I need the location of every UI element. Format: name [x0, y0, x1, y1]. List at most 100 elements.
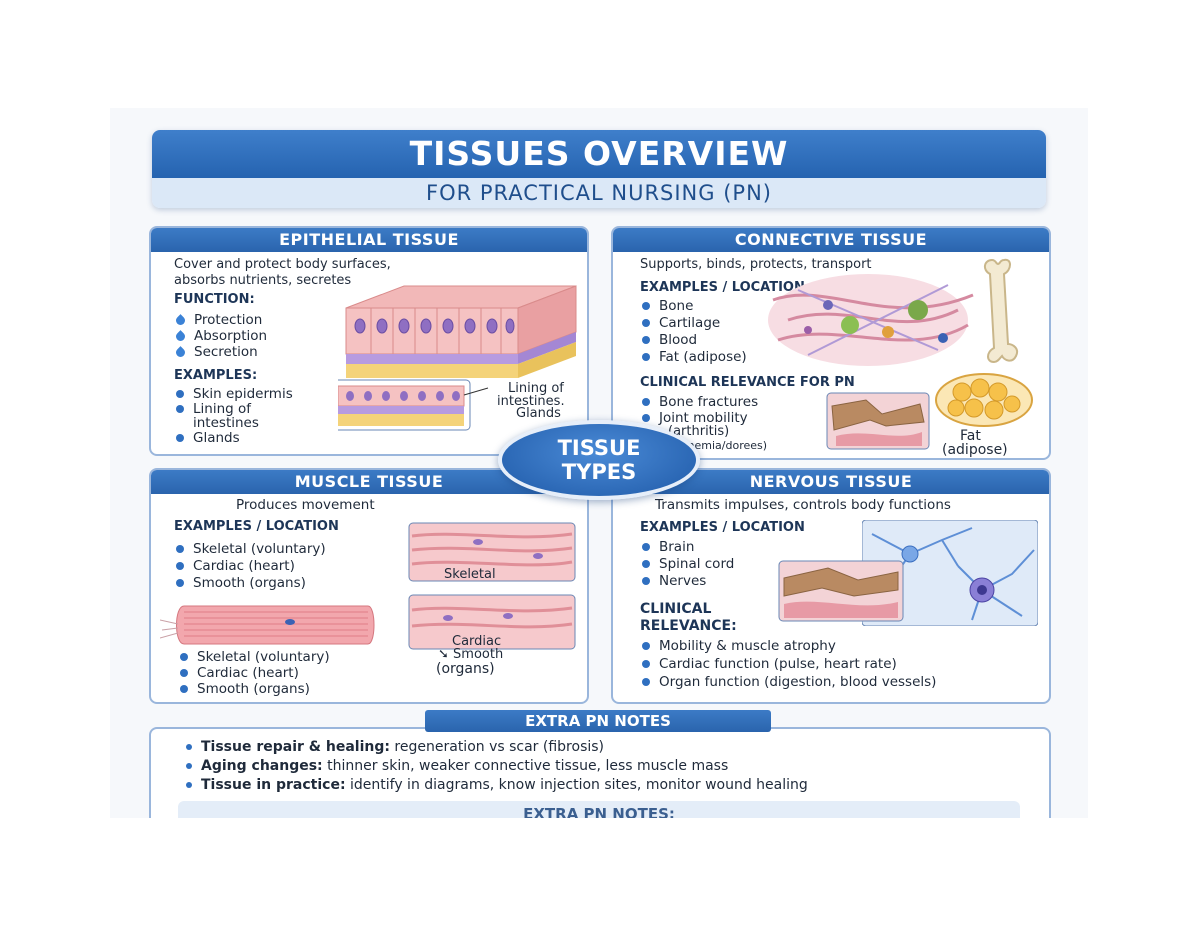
title-banner: TISSUES OVERVIEW FOR PRACTICAL NURSING (… — [152, 130, 1046, 208]
extra-notes-heading: EXTRA PN NOTES — [425, 710, 771, 732]
connective-example-item: Fat (adipose) — [642, 349, 747, 365]
cardiac-muscle-illustration — [408, 594, 576, 650]
page-title: TISSUES OVERVIEW — [152, 130, 1046, 178]
note-item: Tissue in practice: identify in diagrams… — [186, 777, 808, 793]
nervous-clinical-label-line2: RELEVANCE: — [640, 618, 737, 634]
bullet-icon — [186, 744, 192, 750]
bullet-icon — [176, 405, 184, 413]
droplet-icon — [174, 313, 187, 327]
epithelial-example-item: Lining of — [176, 401, 251, 417]
muscle-example-item: Smooth (organs) — [176, 575, 306, 591]
nervous-desc: Transmits impulses, controls body functi… — [655, 497, 951, 513]
epithelial-heading: EPITHELIAL TISSUE — [151, 228, 587, 252]
epithelial-function-item: Absorption — [174, 328, 267, 344]
fat-label-line2: (adipose) — [942, 442, 1008, 458]
epithelial-callout-line3: Glands — [516, 406, 561, 421]
skeletal-image-label: Skeletal — [444, 567, 496, 582]
bullet-icon — [642, 336, 650, 344]
arrow-icon: ➘ — [438, 647, 449, 662]
epithelial-desc-line2: absorbs nutrients, secretes — [174, 273, 352, 288]
bullet-icon — [176, 390, 184, 398]
epithelial-function-item: Protection — [174, 312, 262, 328]
bullet-icon — [642, 353, 650, 361]
nervous-examples-label: EXAMPLES / LOCATION — [640, 520, 805, 535]
connective-heading: CONNECTIVE TISSUE — [613, 228, 1049, 252]
bullet-icon — [176, 434, 184, 442]
smooth-image-label: ➘ Smooth — [438, 647, 504, 662]
adipose-cells-illustration — [935, 373, 1033, 427]
bottom-cutoff — [0, 818, 1200, 927]
badge-line2: TYPES — [561, 460, 637, 484]
droplet-icon — [174, 345, 187, 359]
nervous-example-item: Brain — [642, 539, 694, 555]
droplet-icon — [174, 329, 187, 343]
bullet-icon — [642, 560, 650, 568]
nervous-clinical-label-line1: CLINICAL — [640, 601, 712, 617]
muscle-fiber-illustration — [160, 605, 375, 645]
connective-clinical-item: Joint mobility — [642, 410, 748, 426]
muscle-desc: Produces movement — [236, 497, 375, 513]
muscle-examples-label: EXAMPLES / LOCATION — [174, 519, 339, 534]
connective-desc: Supports, binds, protects, transport — [640, 257, 872, 272]
epithelial-desc-line1: Cover and protect body surfaces, — [174, 257, 391, 272]
epithelial-function-item: Secretion — [174, 344, 258, 360]
epithelial-example-continued: intestines — [193, 415, 259, 431]
organs-image-label: (organs) — [436, 661, 495, 677]
connective-example-item: Cartilage — [642, 315, 720, 331]
page-subtitle: FOR PRACTICAL NURSING (PN) — [152, 178, 1046, 208]
bullet-icon — [642, 660, 650, 668]
nervous-example-item: Nerves — [642, 573, 706, 589]
bullet-icon — [642, 398, 650, 406]
muscle-example-item: Cardiac (heart) — [180, 665, 299, 681]
bullet-icon — [176, 562, 184, 570]
bullet-icon — [180, 685, 188, 693]
badge-line1: TISSUE — [557, 436, 641, 460]
note-item: Aging changes: thinner skin, weaker conn… — [186, 758, 728, 774]
epithelial-examples-label: EXAMPLES: — [174, 368, 258, 383]
epithelial-example-item: Glands — [176, 430, 240, 446]
connective-clinical-continued: (arthritis) — [668, 424, 730, 439]
connective-clinical-continued: Anemia/dorees) — [680, 439, 768, 452]
nervous-example-item: Spinal cord — [642, 556, 734, 572]
connective-example-item: Bone — [642, 298, 693, 314]
bullet-icon — [642, 543, 650, 551]
bullet-icon — [186, 782, 192, 788]
epithelial-function-label: FUNCTION: — [174, 292, 255, 307]
connective-clinical-item: Bone fractures — [642, 394, 758, 410]
note-item: Tissue repair & healing: regeneration vs… — [186, 739, 604, 755]
muscle-example-item: Cardiac (heart) — [176, 558, 295, 574]
nervous-clinical-item: Cardiac function (pulse, heart rate) — [642, 656, 897, 672]
bullet-icon — [642, 302, 650, 310]
bullet-icon — [180, 669, 188, 677]
fat-label-line1: Fat — [960, 428, 981, 444]
muscle-example-item: Smooth (organs) — [180, 681, 310, 697]
epithelial-callout-line2: intestines. — [497, 394, 565, 409]
epithelial-callout-line1: Lining of — [508, 381, 564, 396]
bullet-icon — [642, 577, 650, 585]
bone-fracture-illustration — [826, 392, 930, 450]
bone-icon — [984, 258, 1018, 364]
bullet-icon — [642, 678, 650, 686]
bullet-icon — [642, 414, 650, 422]
connective-example-item: Blood — [642, 332, 697, 348]
skeletal-muscle-illustration — [408, 522, 576, 582]
bullet-icon — [642, 319, 650, 327]
muscle-example-item: Skeletal (voluntary) — [176, 541, 326, 557]
nerve-tissue-illustration — [778, 560, 904, 622]
connective-clinical-label: CLINICAL RELEVANCE FOR PN — [640, 375, 855, 390]
bullet-icon — [176, 579, 184, 587]
muscle-example-item: Skeletal (voluntary) — [180, 649, 330, 665]
bullet-icon — [180, 653, 188, 661]
cardiac-image-label: Cardiac — [452, 634, 502, 649]
connective-examples-label: EXAMPLES / LOCATION — [640, 280, 805, 295]
bullet-icon — [186, 763, 192, 769]
nervous-clinical-item: Mobility & muscle atrophy — [642, 638, 836, 654]
bullet-icon — [642, 642, 650, 650]
epithelial-example-item: Skin epidermis — [176, 386, 293, 402]
neuron-illustration — [862, 520, 1038, 626]
nervous-clinical-item: Organ function (digestion, blood vessels… — [642, 674, 936, 690]
epithelial-cells-illustration — [338, 285, 577, 431]
connective-fibers-illustration — [768, 274, 974, 366]
bullet-icon — [176, 545, 184, 553]
tissue-types-badge: TISSUE TYPES — [498, 420, 700, 500]
